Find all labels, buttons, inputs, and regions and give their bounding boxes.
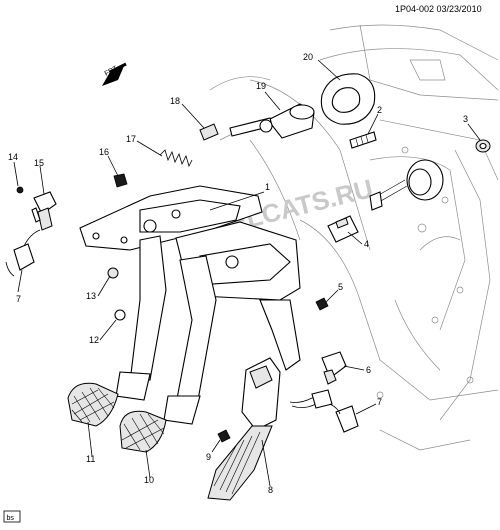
part-14-screw xyxy=(16,186,24,194)
callout-19: 19 xyxy=(256,81,266,91)
part-20-seal xyxy=(320,73,376,125)
part-9-bolt xyxy=(217,429,231,443)
part-7-connector-right xyxy=(289,389,359,433)
leader-lines xyxy=(13,59,481,487)
part-5-bolt xyxy=(315,297,329,311)
part-3-nut xyxy=(475,139,491,153)
callout-labels: 20 19 18 2 3 17 16 14 15 1 4 7 13 5 12 6… xyxy=(8,52,468,495)
diagram-code-date: 1P04-002 03/23/2010 xyxy=(395,4,482,14)
callout-18: 18 xyxy=(170,96,180,106)
part-2-stud xyxy=(349,131,377,149)
part-11-clutch-pedal-pad xyxy=(67,382,119,427)
callout-12: 12 xyxy=(89,335,99,345)
callout-15: 15 xyxy=(34,158,44,168)
callout-9: 9 xyxy=(206,452,211,462)
callout-16: 16 xyxy=(99,147,109,157)
brake-pedal-arm xyxy=(163,255,217,425)
callout-8: 8 xyxy=(268,485,273,495)
part-8-accelerator-pedal xyxy=(207,357,281,501)
callout-20: 20 xyxy=(303,52,313,62)
corner-tag-label: bs xyxy=(7,515,15,522)
callout-7a: 7 xyxy=(16,294,21,304)
callout-4: 4 xyxy=(364,239,369,249)
callout-6: 6 xyxy=(366,365,371,375)
callout-2: 2 xyxy=(377,105,382,115)
part-17-return-spring xyxy=(159,149,193,168)
part-16-bolt xyxy=(113,173,128,188)
callout-11: 11 xyxy=(86,454,95,464)
callout-1: 1 xyxy=(265,182,270,192)
part-4-brake-switch xyxy=(327,215,359,243)
callout-5: 5 xyxy=(338,282,343,292)
part-19-master-cylinder xyxy=(229,103,315,139)
part-10-brake-pedal-pad xyxy=(119,410,167,453)
corner-tag: bs xyxy=(3,510,21,523)
part-13-nut xyxy=(107,267,119,279)
part-15-switch xyxy=(31,191,57,231)
callout-13: 13 xyxy=(86,291,96,301)
callout-17: 17 xyxy=(126,134,136,144)
clutch-pedal-arm xyxy=(115,235,167,401)
callout-10: 10 xyxy=(144,475,154,485)
callout-7b: 7 xyxy=(377,397,382,407)
callout-14: 14 xyxy=(8,152,18,162)
part-6-clip xyxy=(321,351,347,385)
callout-3: 3 xyxy=(463,114,468,124)
brake-booster-pushrod xyxy=(369,159,444,211)
front-direction-arrow-icon: FRT xyxy=(102,62,127,86)
part-12-bumper xyxy=(114,309,126,321)
part-18-clip xyxy=(199,123,219,141)
part-7-connector-left xyxy=(5,229,41,277)
